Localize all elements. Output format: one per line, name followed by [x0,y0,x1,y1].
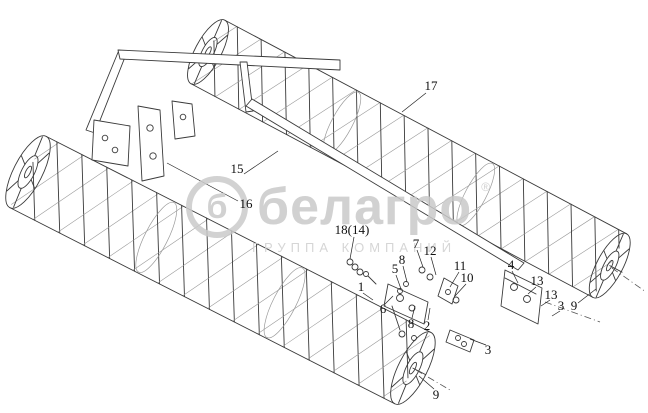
hardware-fasteners [346,258,460,305]
part-callout-13: 13 [530,273,544,288]
part-callout-16: 16 [239,196,253,211]
part-callout-13b: 13 [544,287,558,302]
part-callout-3: 3 [557,298,565,313]
part-callout-9: 9 [570,298,578,313]
part-callout-18-14: 18(14) [334,222,370,237]
part-callout-17: 17 [424,78,438,93]
leader-lines [166,92,597,390]
part-callout-8b: 8 [407,316,415,331]
left-mount-plate [91,119,131,167]
part-callout-10: 10 [460,270,474,285]
link-bracket-center [383,283,429,341]
part-callout-2: 2 [423,318,431,333]
axis-lines [415,267,647,391]
part-callout-5: 5 [391,261,399,276]
part-callout-7: 7 [412,236,420,251]
part-callout-6: 6 [379,301,387,316]
part-callout-9b: 9 [432,387,440,402]
frame-vertical-link [239,61,254,113]
part-callout-12: 12 [423,243,437,258]
spacer-strip [437,277,459,305]
frame-diagonal-rail [245,98,525,271]
part-callout-4: 4 [507,257,515,272]
lower-roller [5,135,436,405]
mounting-bracket-a [137,105,165,182]
part-callout-1: 1 [357,279,365,294]
bottom-end-plate [445,329,475,353]
frame-left-support [85,49,128,134]
part-callout-11: 11 [453,258,467,273]
part-callout-15: 15 [230,161,244,176]
frame-top-beam [117,49,341,71]
part-callout-8: 8 [398,252,406,267]
part-callout-3b: 3 [484,342,492,357]
frame-structure [85,49,525,271]
